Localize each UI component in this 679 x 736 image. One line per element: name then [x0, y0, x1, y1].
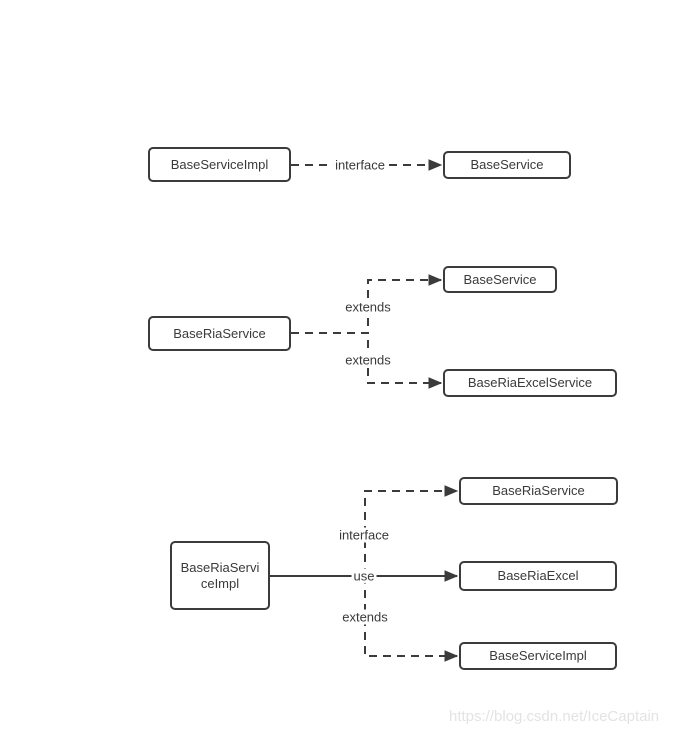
node-base-ria-excel-service: BaseRiaExcelService: [443, 369, 617, 397]
edge-label-riaimpl-extends-serviceimpl: extends: [340, 609, 390, 625]
node-base-ria-excel: BaseRiaExcel: [459, 561, 617, 591]
node-base-service-impl-bot: BaseServiceImpl: [459, 642, 617, 670]
edge-riaimpl-interface-riaservice: [364, 491, 457, 576]
edge-label-riaimpl-interface-riaservice: interface: [337, 527, 391, 543]
edge-label-ria-extends-service: extends: [343, 299, 393, 315]
node-base-service-mid: BaseService: [443, 266, 557, 293]
node-base-ria-service-impl: BaseRiaServi ceImpl: [170, 541, 270, 610]
node-base-ria-service-bot: BaseRiaService: [459, 477, 618, 505]
edge-label-riaimpl-use-riaexcel: use: [351, 568, 377, 584]
node-base-service-top: BaseService: [443, 151, 571, 179]
edge-label-impl-interface-service: interface: [333, 157, 387, 173]
node-base-ria-service-mid: BaseRiaService: [148, 316, 291, 351]
edge-riaimpl-extends-serviceimpl: [364, 576, 457, 656]
watermark-text: https://blog.csdn.net/IceCaptain: [449, 708, 660, 725]
node-base-service-impl-top: BaseServiceImpl: [148, 147, 291, 182]
edge-label-ria-extends-excel-service: extends: [343, 352, 393, 368]
